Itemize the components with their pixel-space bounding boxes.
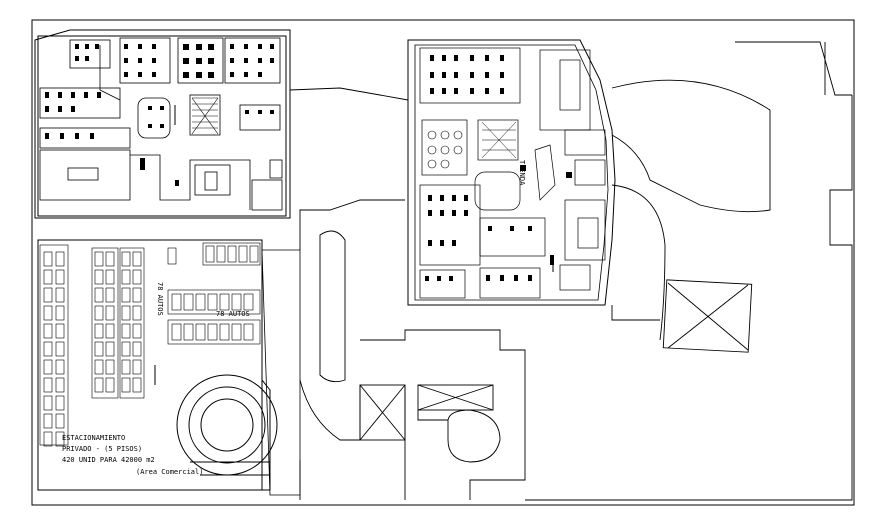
upper-right-building [407,39,616,306]
north-arrows [154,105,554,385]
upper-left-building [34,29,291,219]
parking-note-line1: ESTACIONAMIENTO [62,434,125,442]
autos-label-b: 78 AUTOS [216,310,250,318]
parking-note-line4: (Area Comercial) [136,468,203,476]
parking-note-line2: PRIVADO - (5 PISOS) [62,445,142,453]
autos-label-a: 78 AUTOS [156,282,164,316]
tienda-label: TIENDA [518,160,526,186]
parking-structure [37,239,301,496]
central-plaza [289,87,526,500]
right-wing [525,41,853,501]
parking-note-line3: 420 UNID PARA 42000 m2 [62,456,155,464]
site-boundary [31,19,855,506]
